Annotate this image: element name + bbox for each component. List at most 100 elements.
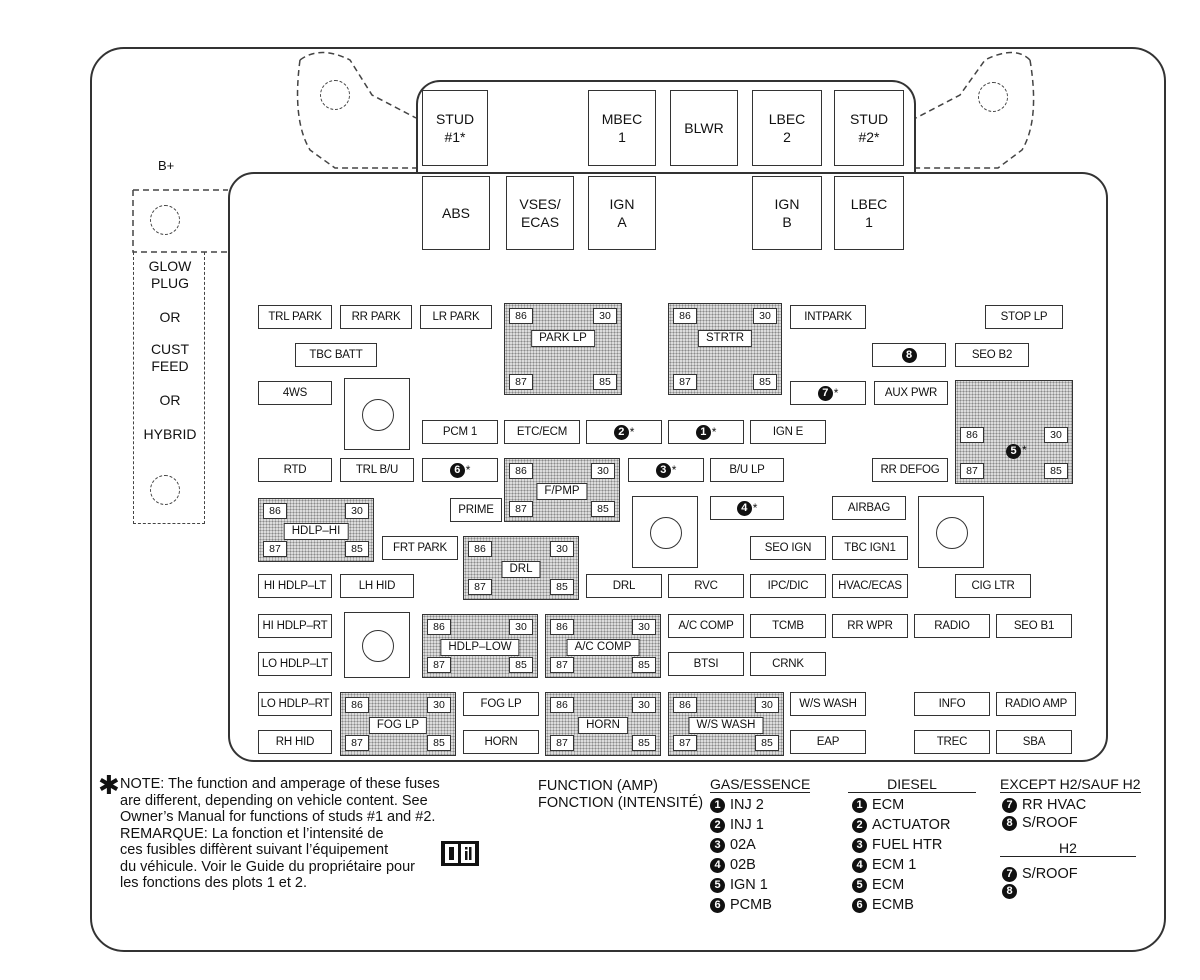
upper-stud-block [416, 80, 916, 180]
fuse-intpark: INTPARK [790, 305, 866, 329]
fuse-btsi: BTSI [668, 652, 744, 676]
relay-label: HDLP–LOW [440, 639, 520, 656]
note-text: NOTE: The function and amperage of these… [120, 776, 440, 891]
fuse-panel-outline [90, 47, 1166, 952]
fuse-hi-hdlp-rt: HI HDLP–RT [258, 614, 332, 638]
fuse-horn: HORN [463, 730, 539, 754]
vses-ecas-fuse: VSES/ ECAS [506, 176, 574, 250]
h2-item: 8 [1002, 884, 1022, 899]
fuse-pcm1: PCM 1 [422, 420, 498, 444]
ign-a-fuse: IGN A [588, 176, 656, 250]
fuse-airbag: AIRBAG [832, 496, 906, 520]
fuse-trec: TREC [914, 730, 990, 754]
side-label: FEED [151, 358, 189, 374]
abs-fuse: ABS [422, 176, 490, 250]
lbec-1-fuse: LBEC 1 [834, 176, 904, 250]
fuse-bu-lp: B/U LP [710, 458, 784, 482]
h2-header: H2 [1000, 840, 1136, 857]
fuse-tbc-batt: TBC BATT [295, 343, 377, 367]
gas-header: GAS/ESSENCE [710, 776, 811, 793]
fuse-holder [344, 612, 410, 678]
fuse-lh-hid: LH HID [340, 574, 414, 598]
fuse-tcmb: TCMB [750, 614, 826, 638]
fuse-ign-e: IGN E [750, 420, 826, 444]
fuse-slot-8: 8 [872, 343, 946, 367]
fuse-ws-wash: W/S WASH [790, 692, 866, 716]
stud-2: STUD #2* [834, 90, 904, 166]
fuse-lo-hdlp-rt: LO HDLP–RT [258, 692, 332, 716]
relay-label: HORN [578, 717, 628, 734]
fuse-ac-comp: A/C COMP [668, 614, 744, 638]
mount-hole-left [320, 80, 350, 110]
note-star: ✱ [98, 770, 120, 800]
mount-hole-right [978, 82, 1008, 112]
fuse-drl: DRL [586, 574, 662, 598]
fuse-rh-hid: RH HID [258, 730, 332, 754]
stud-1: STUD #1* [422, 90, 488, 166]
side-label: OR [159, 392, 181, 408]
fuse-fog-lp: FOG LP [463, 692, 539, 716]
side-label: OR [159, 309, 181, 325]
fuse-seo-b1: SEO B1 [996, 614, 1072, 638]
fuse-slot-1: 1* [668, 420, 744, 444]
fuse-holder [344, 378, 410, 450]
relay-label: A/C COMP [566, 639, 640, 656]
relay-label: FOG LP [368, 717, 428, 734]
fuse-slot-4: 4* [710, 496, 784, 520]
fuse-rr-defog: RR DEFOG [872, 458, 948, 482]
fuse-cig-ltr: CIG LTR [955, 574, 1031, 598]
fuse-slot-7: 7* [790, 381, 866, 405]
fuse-trl-bu: TRL B/U [340, 458, 414, 482]
fuse-slot-2: 2* [586, 420, 662, 444]
fuse-tbc-ign1: TBC IGN1 [832, 536, 908, 560]
relay-label: STRTR [697, 330, 753, 347]
fuse-frt-park: FRT PARK [382, 536, 458, 560]
fuse-rvc: RVC [668, 574, 744, 598]
relay-label: DRL [501, 561, 541, 578]
fuse-crnk: CRNK [750, 652, 826, 676]
relay-label: F/PMP [536, 483, 588, 500]
mbec-1: MBEC 1 [588, 90, 656, 166]
fuse-holder [918, 496, 984, 568]
glow-plug-area: GLOW PLUG OR CUST FEED OR HYBRID [133, 252, 205, 524]
glow-plug-hole [150, 475, 180, 505]
fuse-sba: SBA [996, 730, 1072, 754]
relay-label: PARK LP [531, 330, 595, 347]
fuse-hi-hdlp-lt: HI HDLP–LT [258, 574, 332, 598]
fuse-lo-hdlp-lt: LO HDLP–LT [258, 652, 332, 676]
side-label: HYBRID [143, 426, 197, 442]
fuse-info: INFO [914, 692, 990, 716]
side-label: CUST [150, 341, 190, 357]
ign-b-fuse: IGN B [752, 176, 822, 250]
fuse-seo-b2: SEO B2 [955, 343, 1029, 367]
fuse-holder [632, 496, 698, 568]
bplus-stud-hole [150, 205, 180, 235]
owners-manual-icon [441, 841, 479, 866]
side-label: GLOW [148, 258, 192, 274]
fuse-radio-amp: RADIO AMP [996, 692, 1076, 716]
fuse-stop-lp: STOP LP [985, 305, 1063, 329]
relay-label: W/S WASH [688, 717, 764, 734]
lbec-2: LBEC 2 [752, 90, 822, 166]
fuse-lr-park: LR PARK [420, 305, 492, 329]
except-h2-header: EXCEPT H2/SAUF H2 [1000, 776, 1141, 793]
